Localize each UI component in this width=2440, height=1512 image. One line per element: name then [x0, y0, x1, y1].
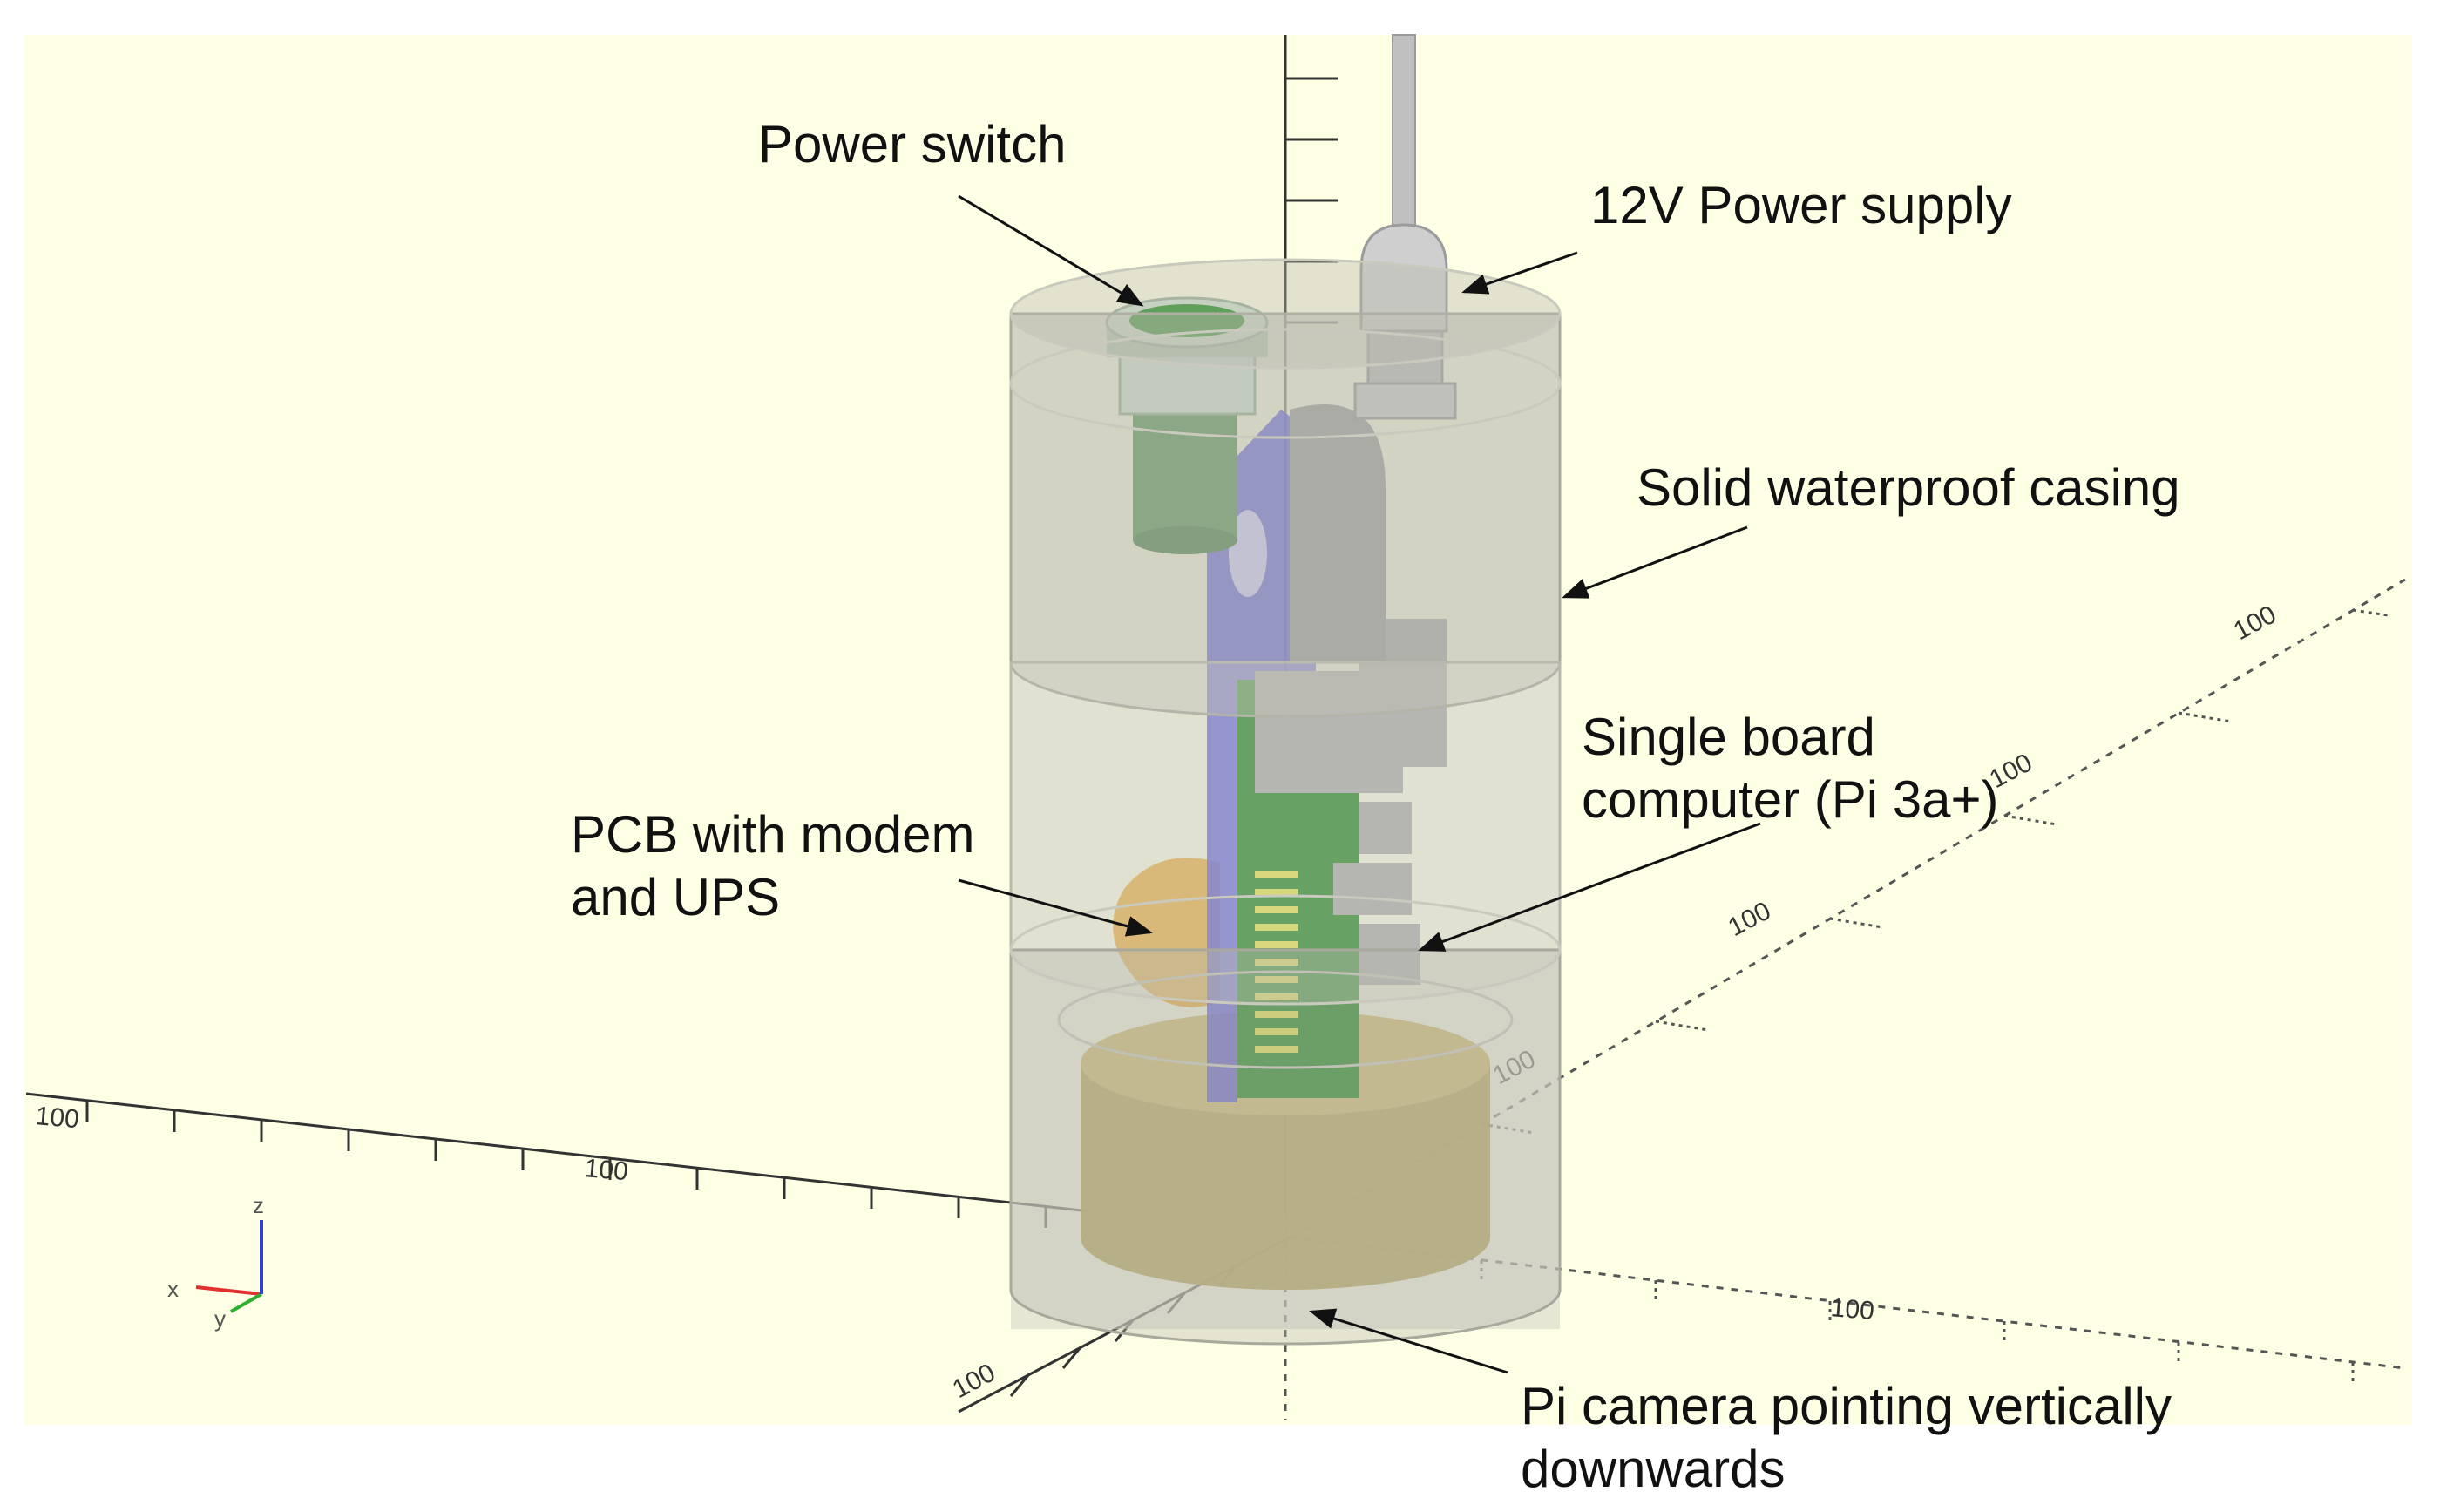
- casing-bottom-inner-rim: [1057, 970, 1514, 1069]
- x-axis-negative: [25, 1092, 1090, 1213]
- casing-top-section: [1009, 312, 1562, 718]
- modem-pcb: [1113, 858, 1220, 1007]
- cable-gland-stem: [1290, 404, 1386, 662]
- connector-block: [1359, 802, 1412, 854]
- camera-base: [1081, 1063, 1490, 1290]
- arrow-casing: [1562, 525, 1748, 599]
- gizmo-z-label: z: [253, 1192, 264, 1218]
- power-supply-nut: [1353, 382, 1457, 420]
- callout-power-supply: 12V Power supply: [1590, 174, 2012, 237]
- ruler-label: 100: [1724, 897, 1776, 943]
- callout-line: downwards: [1521, 1440, 1786, 1498]
- ruler-label: 100: [948, 1359, 1000, 1405]
- gizmo-x-label: x: [167, 1276, 179, 1302]
- callout-line: Single board: [1582, 708, 1875, 766]
- ruler-label: 100: [34, 1102, 80, 1134]
- arrow-power-supply: [1461, 251, 1578, 295]
- ruler-label: 100: [1829, 1293, 1875, 1326]
- gizmo-y-line: [230, 1292, 262, 1313]
- gizmo-y-label: y: [214, 1305, 226, 1332]
- casing-top-face: [1009, 258, 1562, 370]
- callout-line: 12V Power supply: [1590, 176, 2012, 234]
- arrow-power-switch: [958, 194, 1144, 307]
- ruler-label: 100: [2229, 600, 2281, 647]
- casing-bottom-top-face: [1009, 894, 1562, 1006]
- callout-casing: Solid waterproof casing: [1637, 457, 2180, 519]
- callout-arrows: [958, 194, 1761, 1374]
- x-axis-positive: [1289, 1236, 2406, 1370]
- power-supply-plug: [1359, 223, 1448, 333]
- callout-camera: Pi camera pointing vertically downwards: [1521, 1375, 2172, 1501]
- callout-line: and UPS: [571, 868, 781, 926]
- y-axis-negative-ticks: [1481, 608, 2389, 1135]
- bracket-hole: [1229, 510, 1267, 597]
- arrow-sbc: [1418, 822, 1761, 952]
- casing-bottom-section: [1009, 948, 1562, 1346]
- callout-sbc: Single board computer (Pi 3a+): [1582, 706, 1999, 831]
- gizmo-x-line: [195, 1285, 262, 1296]
- callout-line: Solid waterproof casing: [1637, 458, 2180, 517]
- callout-line: PCB with modem: [571, 805, 975, 864]
- power-switch-body-bottom: [1133, 526, 1237, 554]
- arrow-pcb: [958, 878, 1153, 937]
- gpio-header: [1255, 871, 1298, 1053]
- callout-line: Pi camera pointing vertically: [1521, 1377, 2172, 1435]
- casing-top-rim: [1009, 328, 1562, 439]
- x-axis-positive-ticks: [1480, 1260, 2355, 1383]
- callout-pcb: PCB with modem and UPS: [571, 803, 974, 929]
- callout-line: Power switch: [758, 115, 1067, 173]
- axis-gizmo: x y z: [167, 1192, 264, 1332]
- ruler-label: 100: [583, 1154, 629, 1186]
- x-axis-ticks: [85, 1101, 1047, 1228]
- callout-power-switch: Power switch: [758, 113, 1066, 176]
- callout-line: computer (Pi 3a+): [1582, 770, 1999, 829]
- arrow-camera: [1309, 1308, 1508, 1374]
- connector-block: [1333, 863, 1412, 915]
